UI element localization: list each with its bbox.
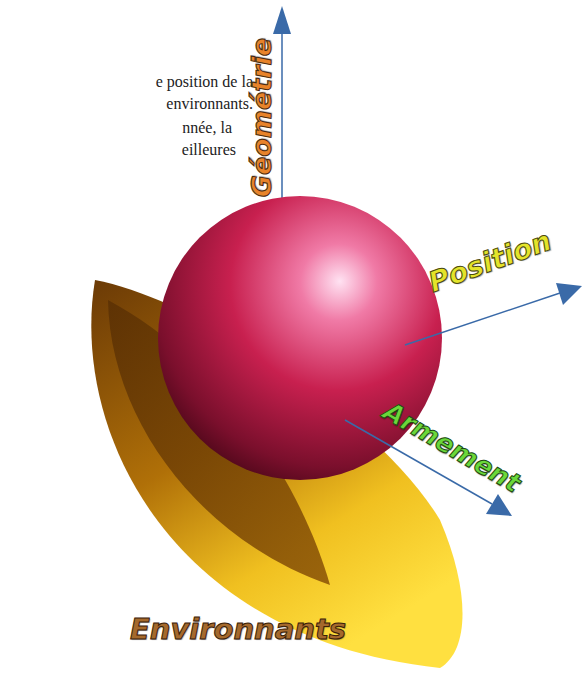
axis-label: Géométrie [246, 38, 277, 197]
axis-label: Armement [378, 397, 526, 500]
text-fragment: nnée, la [182, 118, 232, 137]
text-fragment: environnants. [166, 94, 253, 113]
sphere [158, 196, 442, 480]
arrowhead [556, 283, 582, 305]
axis-label: Environnants [130, 613, 346, 646]
axis-line [405, 293, 560, 345]
text-fragment: eilleures [182, 140, 236, 159]
text-fragment: e position de la [156, 72, 253, 91]
arrowhead [273, 6, 291, 34]
axis-label: Position [424, 225, 555, 299]
